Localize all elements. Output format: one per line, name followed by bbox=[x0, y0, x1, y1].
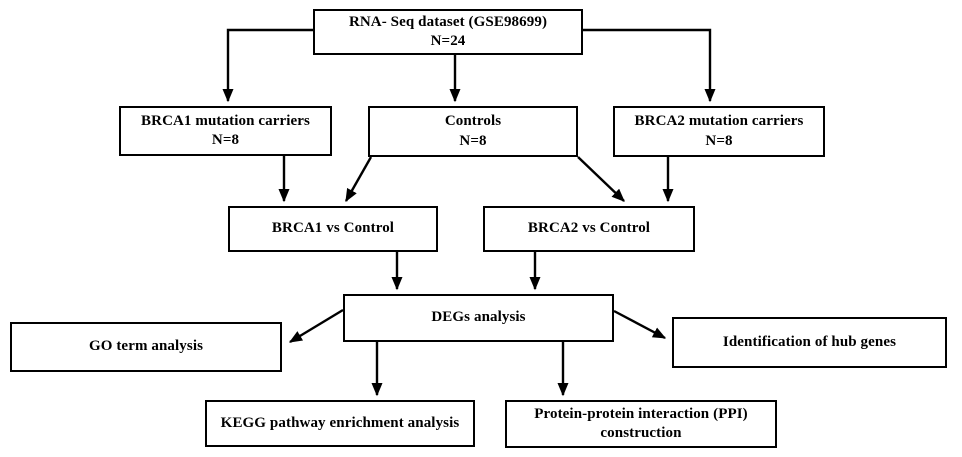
node-go-term-analysis-title: GO term analysis bbox=[88, 338, 204, 355]
node-kegg-pathway-enrichment-title: KEGG pathway enrichment analysis bbox=[220, 414, 460, 431]
node-ppi-construction-title: Protein-protein interaction (PPI) bbox=[534, 405, 748, 422]
node-degs-analysis-title: DEGs analysis bbox=[431, 309, 526, 326]
node-controls-title: Controls bbox=[444, 113, 502, 129]
connector-degs-to-hub-genes bbox=[613, 309, 667, 340]
node-brca2-mutation-carriers-count: N=8 bbox=[705, 132, 733, 149]
node-brca1-vs-control: BRCA1 vs Control bbox=[228, 206, 438, 252]
node-brca2-mutation-carriers-title: BRCA2 mutation carriers bbox=[634, 113, 804, 129]
connector-controls-to-brca2-vs-control bbox=[577, 156, 625, 202]
node-identification-of-hub-genes-title: Identification of hub genes bbox=[722, 333, 897, 350]
node-brca2-mutation-carriers: BRCA2 mutation carriers N=8 bbox=[613, 106, 825, 157]
node-brca1-vs-control-title: BRCA1 vs Control bbox=[271, 220, 395, 237]
node-brca1-mutation-carriers-title: BRCA1 mutation carriers bbox=[141, 112, 310, 129]
node-brca1-mutation-carriers-count: N=8 bbox=[211, 132, 240, 148]
connector-controls-to-brca1-vs-control bbox=[344, 156, 373, 203]
connector-degs-to-go-term bbox=[288, 308, 344, 344]
node-degs-analysis: DEGs analysis bbox=[343, 294, 614, 342]
node-rna-seq-dataset: RNA- Seq dataset (GSE98699) N=24 bbox=[313, 9, 583, 55]
node-go-term-analysis: GO term analysis bbox=[10, 322, 282, 372]
node-brca1-mutation-carriers: BRCA1 mutation carriers N=8 bbox=[119, 106, 332, 156]
node-brca2-vs-control: BRCA2 vs Control bbox=[483, 206, 695, 252]
node-controls: Controls N=8 bbox=[368, 106, 578, 157]
node-brca2-vs-control-title: BRCA2 vs Control bbox=[527, 220, 651, 237]
connector-dataset-to-brca2-carriers bbox=[583, 28, 716, 103]
node-ppi-construction: Protein-protein interaction (PPI) constr… bbox=[505, 400, 777, 448]
node-kegg-pathway-enrichment: KEGG pathway enrichment analysis bbox=[205, 400, 475, 447]
node-identification-of-hub-genes: Identification of hub genes bbox=[672, 317, 947, 368]
node-ppi-construction-subtitle: construction bbox=[600, 425, 682, 441]
node-controls-count: N=8 bbox=[459, 132, 487, 149]
node-rna-seq-dataset-title: RNA- Seq dataset (GSE98699) bbox=[348, 13, 548, 30]
connector-dataset-to-brca1-carriers bbox=[222, 28, 313, 103]
node-rna-seq-dataset-count: N=24 bbox=[430, 33, 466, 49]
